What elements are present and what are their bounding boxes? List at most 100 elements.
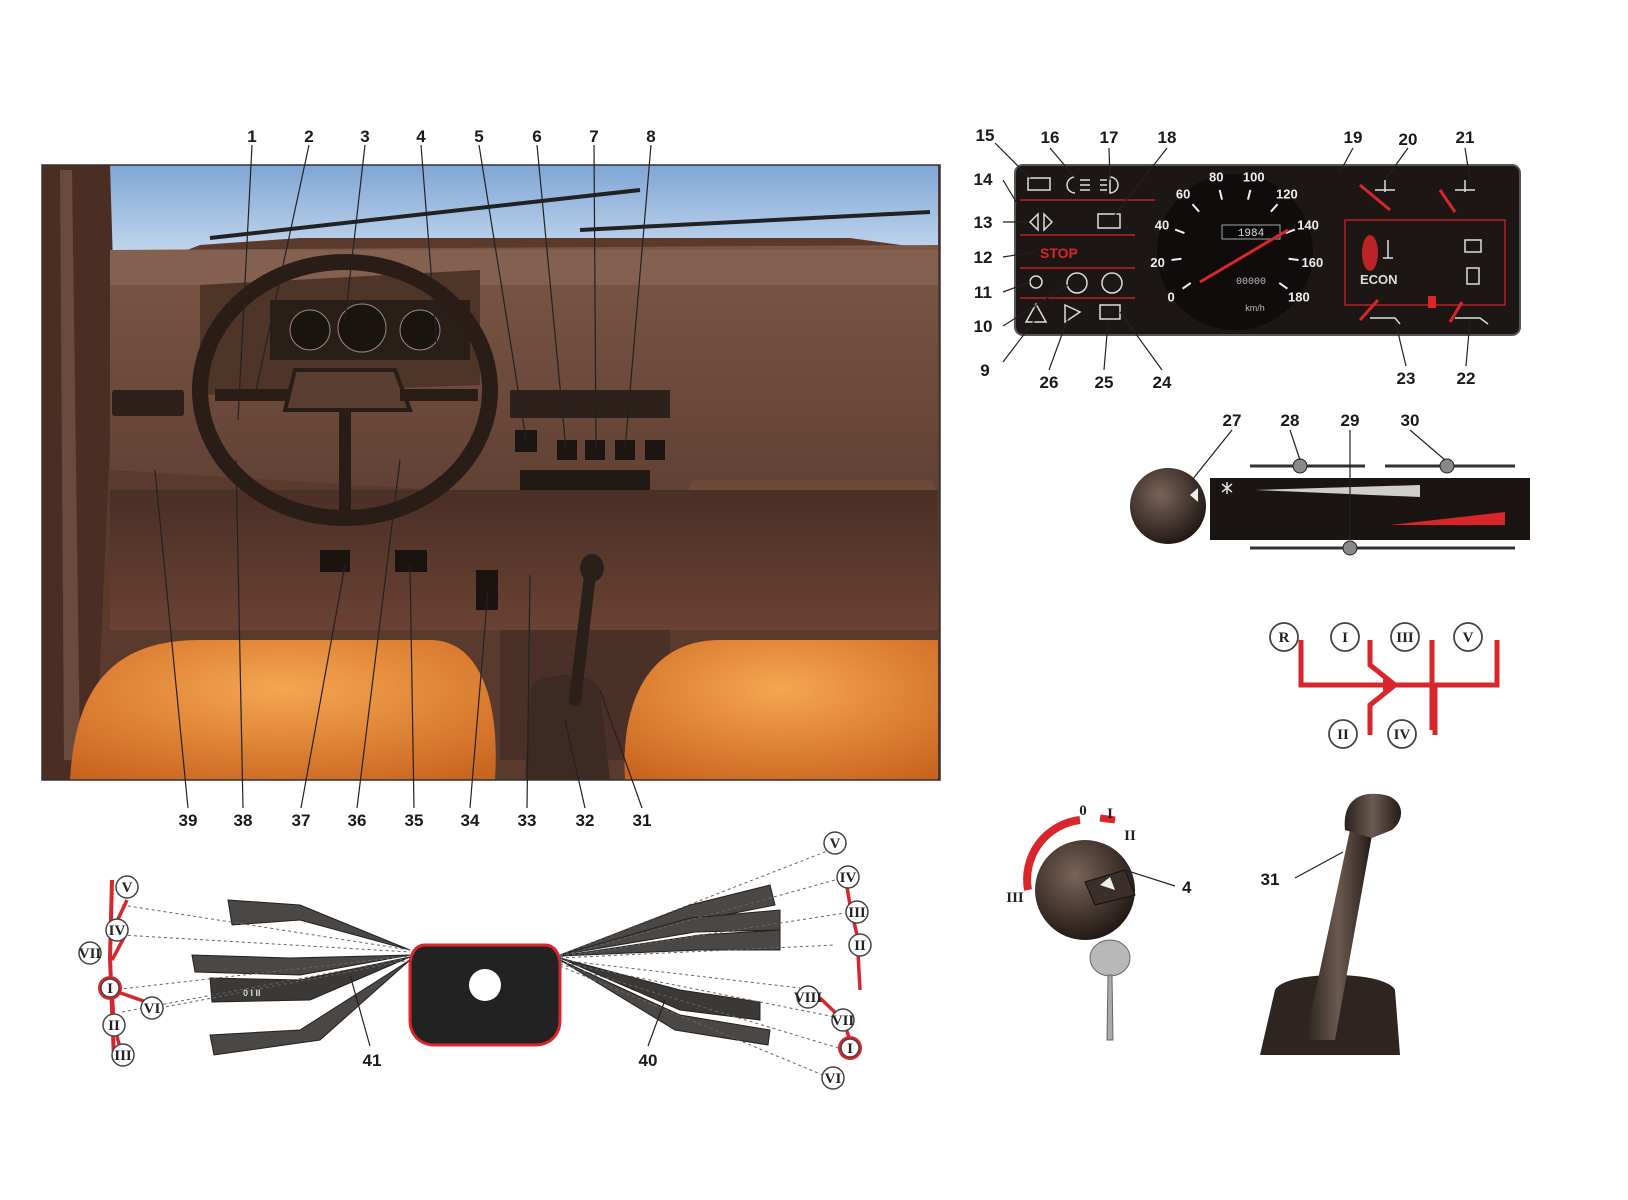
label-24: 24 [1153,373,1172,392]
left-pos-III: III [114,1048,132,1064]
speed-tick-label: 120 [1276,187,1298,202]
speed-tick [1182,282,1192,290]
key-blade [1106,974,1114,1041]
gear-1: I [1342,630,1348,646]
speed-tick-label: 20 [1150,255,1164,270]
speed-tick [1270,203,1279,213]
coolant-temp-icon [1383,240,1393,259]
pedal-gas [476,570,498,610]
speed-tick [1285,228,1296,234]
right-position-markers: V IV III II VIII VII I VI [794,831,872,1090]
gear-3: III [1396,630,1414,646]
speed-tick-label: 100 [1243,169,1265,184]
label-27: 27 [1223,411,1242,430]
label-12: 12 [974,248,993,267]
label-34: 34 [461,811,480,830]
photo-gauges [289,303,441,353]
label-17: 17 [1100,128,1119,147]
windshield [110,165,938,280]
econ-label: ECON [1360,272,1398,287]
speed-tick [1288,257,1299,262]
label-ignition-4: 4 [1182,878,1192,897]
gear-5: V [1463,630,1474,646]
center-vent [510,390,670,418]
label-1: 1 [247,127,256,146]
wiper-right [579,210,931,232]
heater-controls [1130,458,1530,556]
label-25: 25 [1095,373,1114,392]
speed-tick-label: 80 [1209,169,1223,184]
label-10: 10 [974,317,993,336]
key-fob [1089,939,1131,977]
label-40: 40 [639,1051,658,1070]
speed-unit: km/h [1245,303,1265,313]
reserve-scale [1455,317,1489,325]
label-41: 41 [363,1051,382,1070]
gear-circles [1269,622,1483,749]
steering-wheel [192,254,498,526]
fan-icon [1221,482,1233,494]
right-pos-III: III [848,905,866,921]
label-38: 38 [234,811,253,830]
dashboard-top-labels: 1 2 3 4 5 6 7 8 [247,127,655,146]
speed-tick-label: 60 [1176,187,1190,202]
dashboard-bottom-labels: 39 38 37 36 35 34 33 32 31 [179,811,652,830]
gate-arrow [1383,679,1395,691]
parking-brake-icon [1101,272,1123,294]
center-switches [515,430,665,460]
gear-2: II [1337,727,1349,743]
dashboard-photo [41,164,941,781]
gate-lines [1298,640,1500,735]
gear-R: R [1279,630,1290,646]
cluster-side-labels: 15 14 13 12 11 10 9 [974,126,995,380]
heater-leaders [1191,429,1446,540]
speed-tick [1278,282,1288,290]
left-pos-VII: VII [79,946,102,962]
dashboard-top-leaders [237,144,652,451]
fuel-gauge-needle [1358,298,1380,322]
label-23: 23 [1397,369,1416,388]
label-15: 15 [976,126,995,145]
right-pos-VIII: VIII [794,990,823,1006]
label-28: 28 [1281,411,1300,430]
pedal-clutch [320,550,350,572]
speed-tick-label: 0 [1167,290,1174,305]
speed-tick [1171,257,1182,262]
stop-lamp: STOP [1040,245,1078,261]
label-13: 13 [974,213,993,232]
brake-warning-icon [1066,272,1088,294]
label-7: 7 [589,127,598,146]
label-6: 6 [532,127,541,146]
choke-icon [1064,303,1082,324]
odometer-display: 1984 [1238,228,1265,240]
speed-tick-label: 140 [1297,218,1319,233]
high-beam-icon [1100,176,1119,194]
speed-tick [1246,189,1252,200]
label-lever-31: 31 [1261,870,1280,889]
right-pos-IV: IV [840,870,857,886]
label-14: 14 [974,170,993,189]
label-26: 26 [1040,373,1059,392]
label-31: 31 [633,811,652,830]
oil-level-icon [1455,180,1475,192]
ignition-pos-3: III [1006,890,1024,906]
gear-lever-detail: 31 [1260,793,1402,1055]
label-8: 8 [646,127,655,146]
charge-battery-icon [1464,239,1482,253]
cluster-bottom-labels: 26 25 24 23 22 [1040,369,1476,392]
wiper-left [209,188,641,240]
dashboard-bottom-leaders [154,459,643,809]
speedometer-needle [1199,228,1289,284]
pedal-brake [395,550,427,572]
right-stalk-4 [559,957,761,1021]
right-stalk-2 [559,909,781,956]
hazard-icon [1024,302,1048,323]
oil-gauge-needle [1438,189,1457,213]
ignition-body [1035,840,1135,940]
left-pos-V: V [122,880,133,896]
left-stalk-4 [209,959,411,1056]
label-35: 35 [405,811,424,830]
